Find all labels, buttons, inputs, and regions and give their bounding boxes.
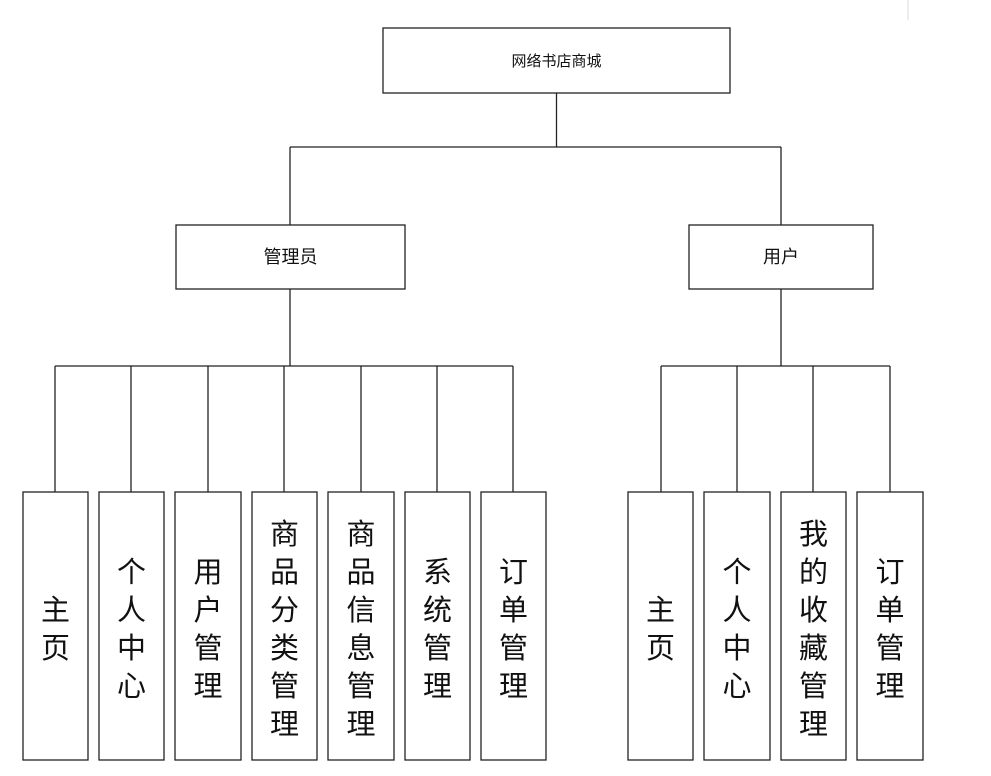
branch-admin-label: 管理员 (264, 247, 318, 268)
user-connectors (660, 289, 891, 492)
admin-leaf-label-6: 系统管理 (423, 555, 452, 703)
admin-leaf-6: 系统管理 (404, 491, 471, 761)
admin-leaf-2: 个人中心 (98, 491, 165, 761)
root-connectors (289, 93, 782, 225)
user-leaf-label-4: 订单管理 (875, 555, 904, 703)
user-leaf-label-2: 个人中心 (722, 555, 751, 703)
admin-leaf-1: 主页 (22, 491, 89, 761)
admin-leaf-7: 订单管理 (480, 491, 547, 761)
user-leaf-3: 我的收藏管理 (780, 491, 847, 761)
user-leaf-4: 订单管理 (856, 491, 924, 761)
branch-admin-node: 管理员 (175, 224, 406, 290)
admin-leaf-label-2: 个人中心 (117, 555, 146, 703)
user-leaf-1: 主页 (627, 491, 694, 761)
admin-leaf-label-7: 订单管理 (499, 555, 528, 703)
admin-leaf-label-3: 用户管理 (193, 555, 222, 703)
admin-leaf-label-4: 商品分类管理 (270, 517, 299, 741)
admin-leaf-3: 用户管理 (174, 491, 242, 761)
admin-connectors (54, 289, 514, 492)
admin-leaf-label-1: 主页 (41, 593, 70, 665)
root-node: 网络书店商城 (382, 27, 731, 94)
user-leaf-label-1: 主页 (646, 593, 675, 665)
admin-leaf-4: 商品分类管理 (251, 491, 318, 761)
root-label: 网络书店商城 (511, 52, 601, 70)
branch-user-label: 用户 (763, 247, 799, 268)
branch-user-node: 用户 (688, 224, 874, 290)
admin-leaf-5: 商品信息管理 (327, 491, 395, 761)
admin-leaf-label-5: 商品信息管理 (346, 517, 375, 741)
user-leaf-2: 个人中心 (703, 491, 771, 761)
user-leaf-label-3: 我的收藏管理 (799, 517, 828, 741)
